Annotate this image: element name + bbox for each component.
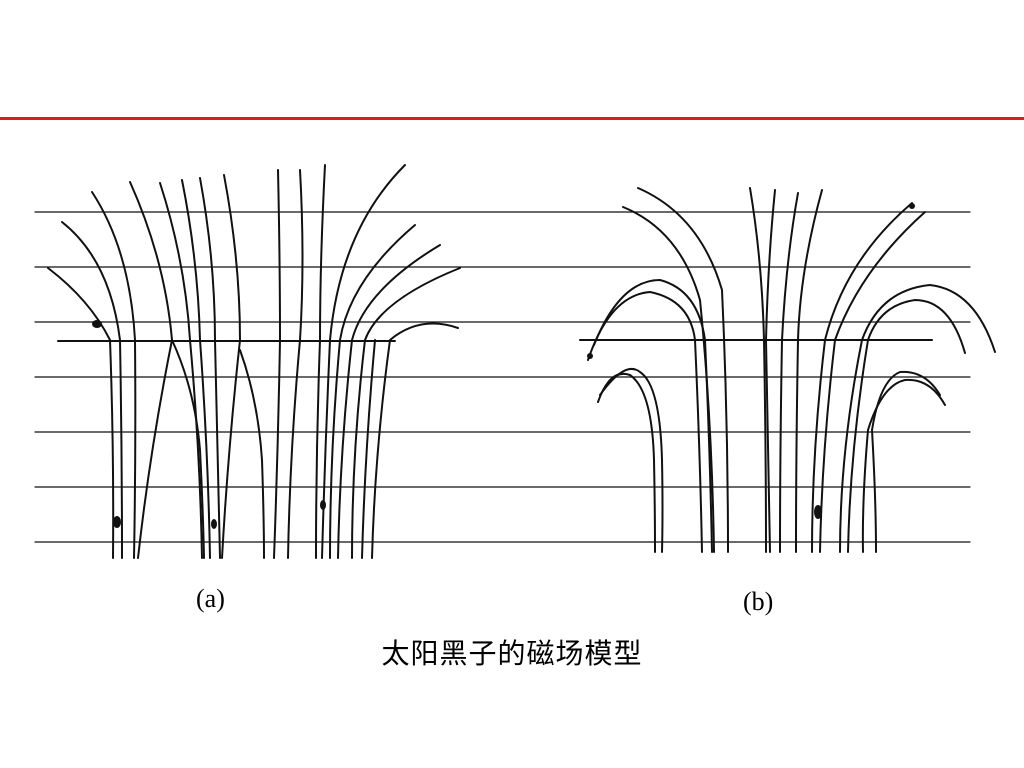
field-line [847, 298, 966, 553]
field-line [337, 244, 441, 559]
header-rule [0, 117, 1024, 120]
field-line [779, 192, 799, 553]
field-line [593, 278, 713, 553]
ruled-lines [34, 211, 971, 543]
field-line [61, 221, 123, 559]
field-line [819, 211, 926, 553]
ink-marks [92, 203, 915, 529]
field-line [587, 290, 703, 553]
field-line [371, 322, 459, 559]
field-line [273, 169, 282, 559]
field-line [221, 174, 242, 559]
figure-caption: 太阳黑子的磁场模型 [381, 637, 643, 670]
panel-a-field-lines [47, 164, 461, 559]
field-line [239, 349, 265, 559]
field-line [795, 189, 823, 553]
field-line [839, 283, 996, 553]
field-line [287, 169, 304, 559]
panel-a-label: (a) [196, 584, 225, 613]
field-line [749, 187, 767, 553]
sunspot-magnetic-field-diagram [34, 164, 996, 559]
field-line [637, 187, 729, 553]
field-line [361, 339, 376, 559]
field-line [321, 164, 406, 559]
ink-mark [113, 516, 121, 528]
field-line [351, 267, 461, 559]
field-line [811, 202, 913, 553]
ink-mark [814, 505, 822, 519]
panel-b-label: (b) [743, 587, 774, 616]
ink-mark [211, 519, 217, 529]
field-line [91, 191, 137, 559]
field-line [181, 179, 211, 559]
field-line [315, 164, 326, 559]
field-line [870, 370, 941, 553]
field-line [159, 182, 203, 559]
ink-mark [320, 500, 326, 510]
field-line [47, 267, 115, 559]
field-line [599, 367, 664, 553]
field-line [329, 224, 416, 559]
field-line [171, 339, 205, 559]
field-line [764, 189, 776, 553]
panel-b-field-lines [587, 187, 996, 553]
field-line [129, 181, 174, 559]
field-line [622, 206, 715, 553]
ink-mark [909, 203, 915, 209]
field-line [199, 177, 221, 559]
ink-mark [92, 320, 102, 328]
field-line [597, 372, 656, 553]
ink-mark [587, 353, 593, 359]
